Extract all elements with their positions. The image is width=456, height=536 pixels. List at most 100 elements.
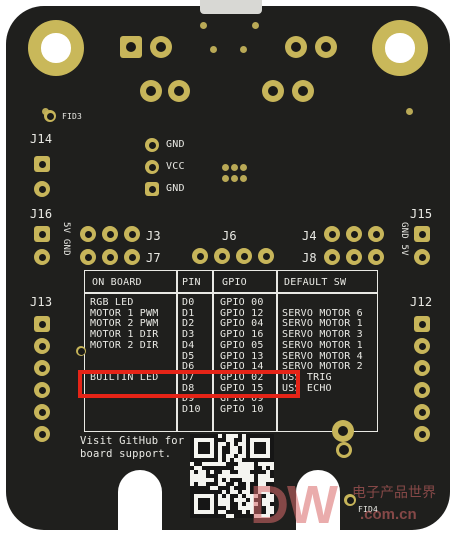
watermark-letters: DW xyxy=(250,475,338,535)
label-left-5v-gnd: 5V GND xyxy=(61,222,71,256)
via xyxy=(240,175,247,182)
j3-pin xyxy=(80,226,96,242)
j6-pin xyxy=(214,248,230,264)
pin-table-cell: SERVO MOTOR 2 xyxy=(282,361,363,373)
pin-table-cell: GPIO 15 xyxy=(220,382,264,394)
pin-table-cell: GPIO 10 xyxy=(220,404,264,415)
via xyxy=(240,46,247,53)
top-pad xyxy=(168,80,190,102)
j12-pin xyxy=(414,426,430,442)
via xyxy=(222,164,229,171)
mounting-hole-right xyxy=(372,20,428,76)
pin-table-divider xyxy=(176,270,178,432)
pin-table-header-onboard: ON BOARD xyxy=(92,277,142,288)
label-j4: J4 xyxy=(302,229,317,243)
support-text-line1: Visit GitHub for xyxy=(80,435,185,447)
pin-table-cell: BUILTIN LED xyxy=(90,371,159,383)
label-j6: J6 xyxy=(222,229,237,243)
j4-pin xyxy=(368,226,384,242)
pin-table-cell: SERVO MOTOR 1 xyxy=(282,318,363,330)
label-j3: J3 xyxy=(146,229,161,243)
label-gnd-top: GND xyxy=(166,139,185,150)
label-j7: J7 xyxy=(146,251,161,265)
label-j15: J15 xyxy=(410,207,433,221)
j7-pin xyxy=(102,249,118,265)
watermark-domain: .com.cn xyxy=(360,506,417,523)
j12-pin xyxy=(414,316,430,332)
j6-pin xyxy=(236,248,252,264)
label-j16: J16 xyxy=(30,207,53,221)
j12-pin xyxy=(414,360,430,376)
j14-pin xyxy=(34,181,50,197)
pin-table-cell: RGB LED xyxy=(90,297,134,308)
label-right-gnd-5v: GND 5V xyxy=(399,222,409,256)
top-pad xyxy=(140,80,162,102)
small-pad xyxy=(76,346,86,356)
via xyxy=(200,22,207,29)
label-j13: J13 xyxy=(30,295,53,309)
pin-table-header-rule xyxy=(84,292,378,294)
top-pad xyxy=(285,36,307,58)
pin-table-divider xyxy=(212,270,214,432)
top-pad xyxy=(262,80,284,102)
pin-table-cell: GPIO 00 xyxy=(220,297,264,308)
label-j8: J8 xyxy=(302,251,317,265)
j4-pin xyxy=(346,226,362,242)
pin-table-cell: D7 xyxy=(182,371,195,383)
j15-pin xyxy=(414,226,430,242)
label-j14: J14 xyxy=(30,132,53,146)
pin-table-cell: GPIO 05 xyxy=(220,339,264,351)
j12-pin xyxy=(414,338,430,354)
j13-pin xyxy=(34,338,50,354)
pin-table-cell: SERVO MOTOR 1 xyxy=(282,339,363,351)
mounting-hole-left xyxy=(28,20,84,76)
pin-table-cell: GPIO 09 xyxy=(220,393,264,405)
pin-table-cell: D8 xyxy=(182,382,195,394)
j8-pin xyxy=(368,249,384,265)
top-connector-notch xyxy=(200,0,262,14)
via xyxy=(222,175,229,182)
label-j12: J12 xyxy=(410,295,433,309)
pin-table-cell: SERVO MOTOR 3 xyxy=(282,329,363,341)
j16-pin xyxy=(34,226,50,242)
j15-pin xyxy=(414,249,430,265)
top-pad xyxy=(150,36,172,58)
bottom-right-cutout xyxy=(296,470,340,536)
pin-table-cell: GPIO 14 xyxy=(220,361,264,373)
pin-table-header-pin: PIN xyxy=(182,277,201,288)
top-pad xyxy=(120,36,142,58)
builtin-led-highlight xyxy=(78,370,300,398)
j14-pin xyxy=(34,156,50,172)
j4-pin xyxy=(324,226,340,242)
j3-pin xyxy=(124,226,140,242)
pin-table-cell: SERVO MOTOR 6 xyxy=(282,307,363,319)
pin-table-cell: GPIO 16 xyxy=(220,329,264,341)
pin-table-cell: D1 xyxy=(182,307,195,319)
j12-pin xyxy=(414,404,430,420)
j7-pin xyxy=(124,249,140,265)
pin-table-cell: MOTOR 2 DIR xyxy=(90,339,159,351)
j6-pin xyxy=(258,248,274,264)
support-text-line2: board support. xyxy=(80,448,172,460)
vcc-pad xyxy=(145,160,159,174)
pin-table-cell: D6 xyxy=(182,361,195,373)
pin-table-cell: SERVO MOTOR 4 xyxy=(282,350,363,362)
top-pad xyxy=(292,80,314,102)
pin-table-cell: D3 xyxy=(182,329,195,341)
pin-table-cell: D4 xyxy=(182,339,195,351)
pin-table-cell: USS ECHO xyxy=(282,382,332,394)
pin-table-header-default-sw: DEFAULT SW xyxy=(284,277,347,288)
j16-pin xyxy=(34,249,50,265)
gnd-pad xyxy=(145,182,159,196)
label-fid3: FID3 xyxy=(62,112,83,121)
pin-table-cell: GPIO 02 xyxy=(220,371,264,383)
j7-pin xyxy=(80,249,96,265)
label-vcc: VCC xyxy=(166,161,185,172)
pin-table-cell: D9 xyxy=(182,393,195,405)
pin-table-cell: D10 xyxy=(182,404,201,415)
bottom-pad xyxy=(336,442,352,458)
via xyxy=(406,108,413,115)
gnd-pad xyxy=(145,138,159,152)
j13-pin xyxy=(34,360,50,376)
pin-table-cell: GPIO 04 xyxy=(220,318,264,330)
